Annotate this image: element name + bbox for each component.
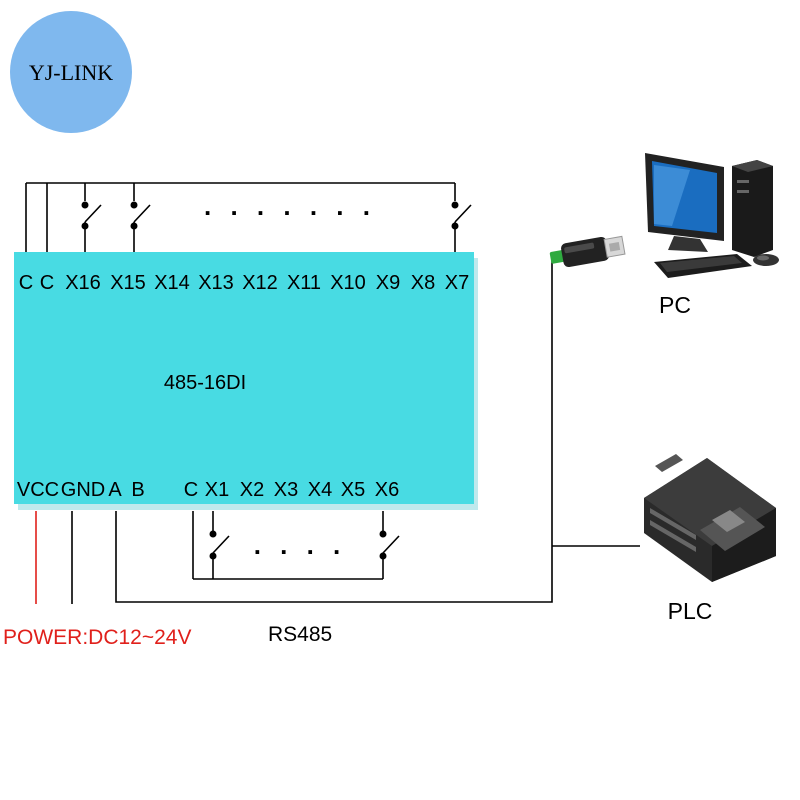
bottom-wiring bbox=[192, 511, 400, 580]
usb-rs485-converter-icon bbox=[549, 235, 626, 268]
terminal-label-x6-6: X6 bbox=[375, 479, 399, 501]
terminal-label-x3-3: X3 bbox=[274, 479, 298, 501]
logo-text: YJ-LINK bbox=[29, 60, 113, 85]
terminal-label-c-1: C bbox=[40, 272, 54, 294]
plc-icon bbox=[644, 454, 776, 582]
terminal-label-x11-7: X11 bbox=[287, 272, 321, 294]
terminal-label-x2-2: X2 bbox=[240, 479, 264, 501]
logo-circle bbox=[10, 11, 132, 133]
power-label: POWER:DC12~24V bbox=[3, 626, 192, 649]
plc-label: PLC bbox=[668, 598, 713, 624]
terminal-label-x10-8: X10 bbox=[330, 272, 366, 294]
terminal-label-x13-5: X13 bbox=[198, 272, 234, 294]
top-wiring bbox=[25, 182, 472, 252]
terminal-label-a-2: A bbox=[108, 479, 122, 501]
terminal-label-x9-9: X9 bbox=[376, 272, 400, 294]
module-name: 485-16DI bbox=[164, 372, 246, 394]
terminal-label-b-3: B bbox=[131, 479, 144, 501]
terminal-label-x14-4: X14 bbox=[154, 272, 190, 294]
terminal-label-c-0: C bbox=[19, 272, 33, 294]
terminal-label-x15-3: X15 bbox=[110, 272, 146, 294]
rs485-bus bbox=[115, 258, 640, 603]
top-switch-dots bbox=[81, 201, 459, 230]
terminal-label-x16-2: X16 bbox=[65, 272, 101, 294]
rs485-label: RS485 bbox=[268, 623, 332, 646]
terminal-label-x5-5: X5 bbox=[341, 479, 365, 501]
terminal-label-c-0: C bbox=[184, 479, 198, 501]
terminal-label-x4-4: X4 bbox=[308, 479, 332, 501]
bottom-switch-dots bbox=[209, 530, 387, 560]
pc-label: PC bbox=[659, 292, 691, 318]
terminal-label-x1-1: X1 bbox=[205, 479, 229, 501]
power-wires bbox=[35, 511, 73, 604]
terminal-label-gnd-1: GND bbox=[61, 479, 105, 501]
bottom-terminal-labels: C X1 X2 X3 X4 X5 X6 bbox=[184, 479, 399, 501]
pc-icon bbox=[645, 153, 779, 278]
terminal-label-vcc-0: VCC bbox=[17, 479, 59, 501]
module-body bbox=[14, 252, 474, 504]
top-switch-ellipsis: . . . . . . . bbox=[204, 191, 376, 221]
yj-link-logo: YJ-LINK bbox=[10, 11, 132, 133]
terminal-label-x7-11: X7 bbox=[445, 272, 469, 294]
bottom-switch-ellipsis: . . . . bbox=[254, 530, 347, 560]
terminal-label-x12-6: X12 bbox=[242, 272, 278, 294]
terminal-label-x8-10: X8 bbox=[411, 272, 435, 294]
